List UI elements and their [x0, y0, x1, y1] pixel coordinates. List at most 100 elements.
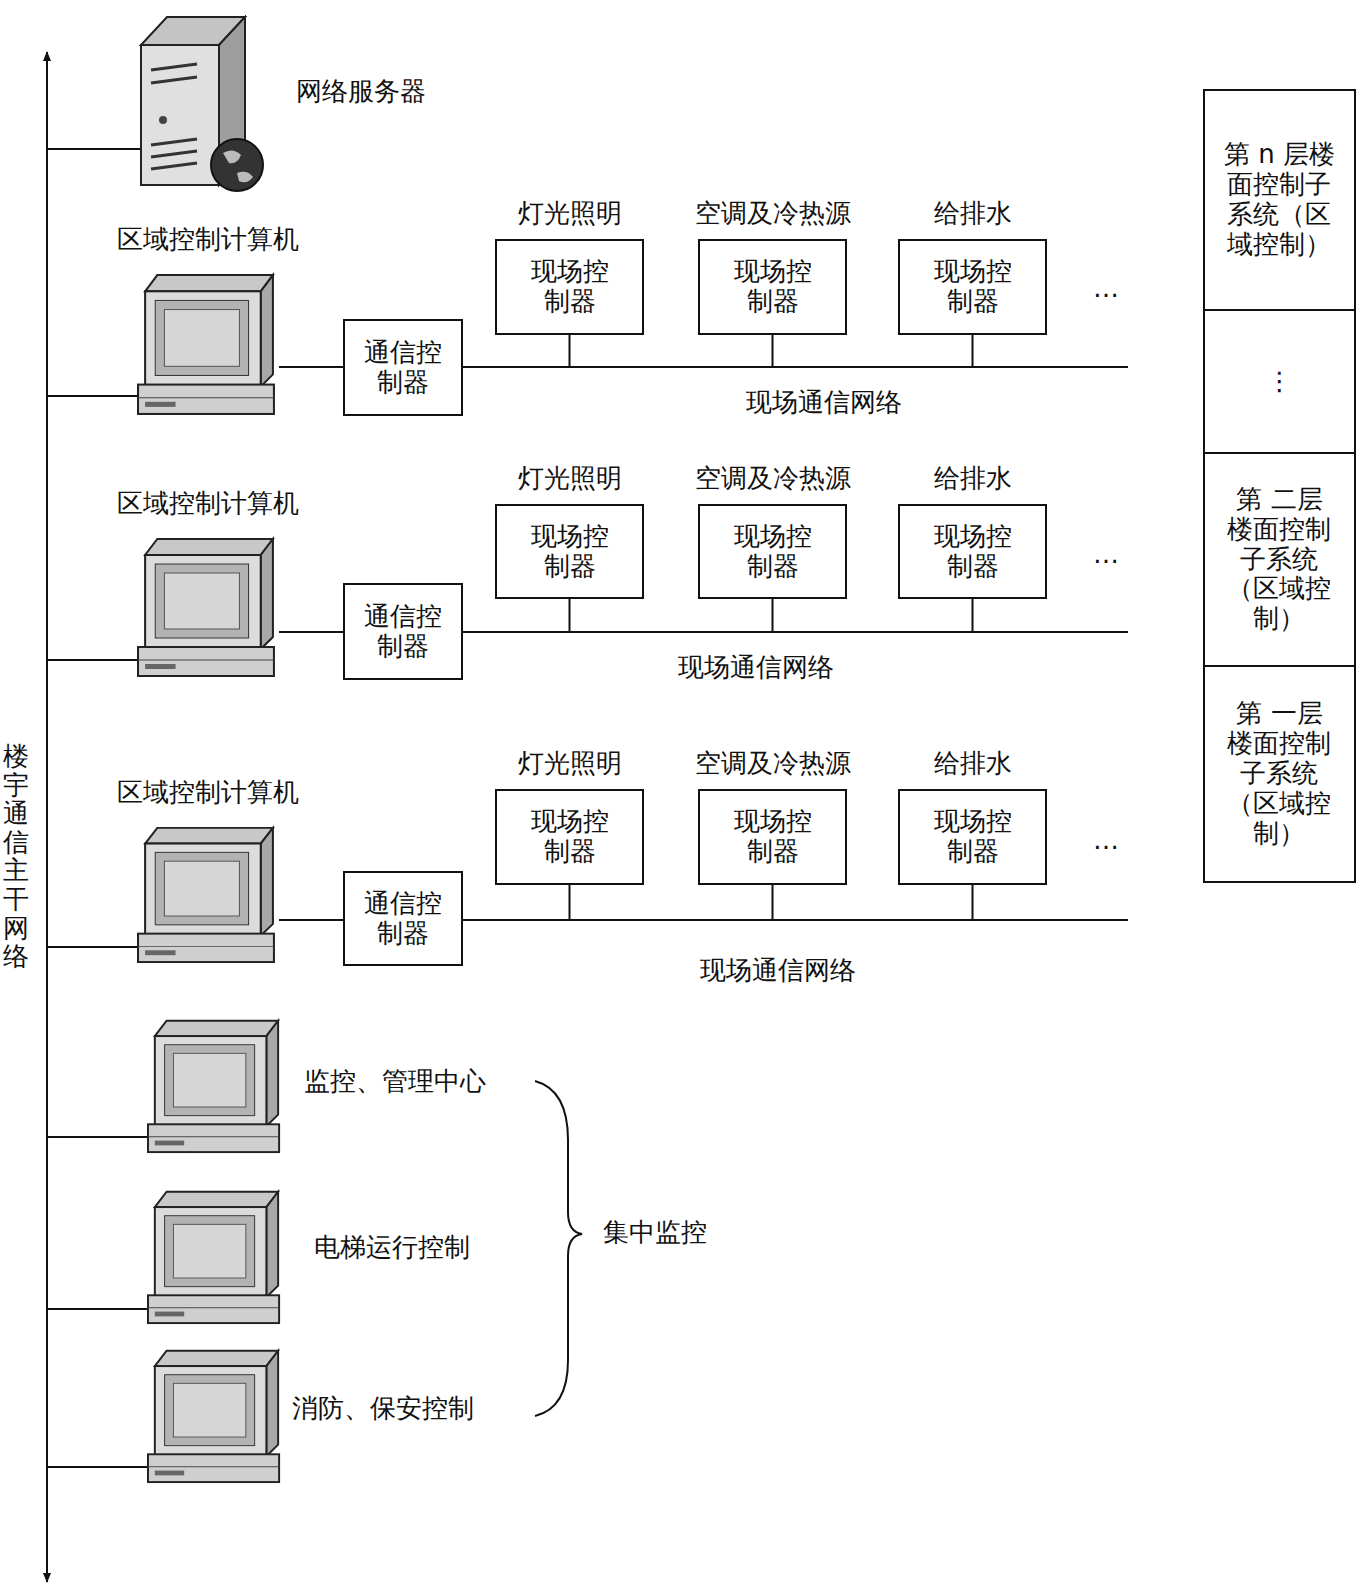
monitor-side: [261, 275, 273, 387]
controller-box: 空调及冷热源现场控制器: [698, 504, 847, 599]
network-label: 现场通信网络: [678, 653, 834, 683]
monitor-side: [266, 1021, 278, 1126]
brace: [535, 1081, 582, 1416]
system-heading: 空调及冷热源: [695, 464, 851, 494]
box-label: 通信控制器: [363, 602, 444, 662]
computer-base: [138, 385, 274, 414]
monitor-top: [145, 828, 273, 844]
computer-node: 消防、保安控制: [147, 1345, 284, 1484]
computer-base: [148, 1454, 279, 1482]
device-label: 监控、管理中心: [304, 1067, 486, 1097]
bus-line: [972, 919, 1128, 921]
computer-base: [148, 1295, 279, 1323]
device-label: 区域控制计算机: [117, 778, 299, 808]
box-label: 现场控制器: [732, 257, 813, 317]
monitor-side: [266, 1351, 278, 1456]
bus-line: [972, 631, 1128, 633]
monitor-side: [266, 1192, 278, 1297]
computer-node: 监控、管理中心: [147, 1015, 284, 1154]
controller-box: 通信控制器: [343, 871, 463, 966]
box-label: 现场控制器: [932, 807, 1013, 867]
controller-box: 灯光照明现场控制器: [495, 504, 644, 599]
network-connector: [463, 599, 570, 632]
drive-slot: [145, 402, 175, 407]
monitor-top: [145, 539, 273, 555]
server-slot: [151, 163, 197, 169]
network-connector: [463, 335, 973, 367]
backbone-line: [46, 52, 48, 1582]
base-line: [138, 397, 274, 398]
base-line: [138, 660, 274, 661]
controller-box: 给排水现场控制器: [898, 504, 1047, 599]
stub-line: [47, 1466, 150, 1468]
server-node: 网络服务器: [137, 15, 274, 193]
monitor-screen: [155, 852, 248, 924]
backbone-label: 楼宇通信主干网络: [3, 742, 29, 971]
server-front: [141, 45, 219, 185]
monitor-screen: [155, 564, 248, 638]
box-label: 现场控制器: [529, 257, 610, 317]
base-line: [138, 946, 274, 947]
network-connector: [279, 631, 343, 633]
bus-line: [972, 366, 1128, 368]
base-line: [148, 1466, 279, 1467]
drive-slot: [155, 1312, 184, 1317]
box-label: 第 n 层楼面控制子系统（区域控制）: [1224, 140, 1336, 260]
monitor-body: [145, 291, 261, 386]
system-heading: 给排水: [934, 464, 1012, 494]
computer-node: 区域控制计算机: [137, 269, 279, 416]
monitor-top: [155, 1351, 278, 1366]
server-slot: [151, 64, 197, 70]
network-connector: [463, 335, 773, 367]
box-label: 第 二层楼面控制子系统（区域控制）: [1224, 485, 1336, 634]
controller-box: 第 一层楼面控制子系统（区域控制）: [1203, 665, 1356, 883]
monitor-side: [261, 539, 273, 649]
monitor-top: [155, 1192, 278, 1207]
base-line: [148, 1307, 279, 1308]
stub-line: [47, 148, 140, 150]
server-icon: [137, 15, 274, 193]
ellipsis: …: [1093, 274, 1119, 304]
screen-glass: [164, 861, 239, 916]
network-connector: [463, 885, 570, 920]
system-heading: 给排水: [934, 199, 1012, 229]
controller-box: 给排水现场控制器: [898, 789, 1047, 885]
box-label: 现场控制器: [529, 522, 610, 582]
monitor-screen: [165, 1045, 255, 1116]
controller-box: 第 n 层楼面控制子系统（区域控制）: [1203, 89, 1356, 311]
computer-node: 电梯运行控制: [147, 1186, 284, 1325]
monitor-top: [155, 1021, 278, 1036]
server-led: [159, 116, 167, 124]
backbone-stubs: [47, 149, 150, 1467]
computer-icon: [137, 822, 279, 964]
ellipsis: …: [1093, 540, 1119, 570]
computer-base: [138, 934, 274, 962]
box-label: 第 一层楼面控制子系统（区域控制）: [1224, 699, 1336, 848]
device-label: 电梯运行控制: [314, 1233, 470, 1263]
network-label: 集中监控: [603, 1218, 707, 1248]
device-label: 消防、保安控制: [292, 1394, 474, 1424]
system-heading: 灯光照明: [518, 199, 622, 229]
monitor-body: [155, 1036, 267, 1126]
box-label: 现场控制器: [732, 807, 813, 867]
controller-box: 第 二层楼面控制子系统（区域控制）: [1203, 452, 1356, 667]
box-label: 现场控制器: [732, 522, 813, 582]
monitor-screen: [165, 1375, 255, 1446]
monitor-screen: [165, 1216, 255, 1287]
stub-line: [47, 395, 140, 397]
network-label: 现场通信网络: [700, 956, 856, 986]
globe: [211, 139, 263, 191]
device-label: 网络服务器: [296, 77, 426, 107]
network-connector: [463, 885, 973, 920]
computer-node: 区域控制计算机: [137, 533, 279, 678]
stub-line: [47, 659, 140, 661]
computer-icon: [147, 1015, 284, 1154]
computer-base: [138, 647, 274, 676]
drive-slot: [155, 1141, 184, 1146]
globe-land: [223, 150, 253, 182]
controller-box: 空调及冷热源现场控制器: [698, 789, 847, 885]
box-label: 现场控制器: [932, 522, 1013, 582]
screen-glass: [173, 1053, 245, 1107]
box-label: 通信控制器: [363, 338, 444, 398]
